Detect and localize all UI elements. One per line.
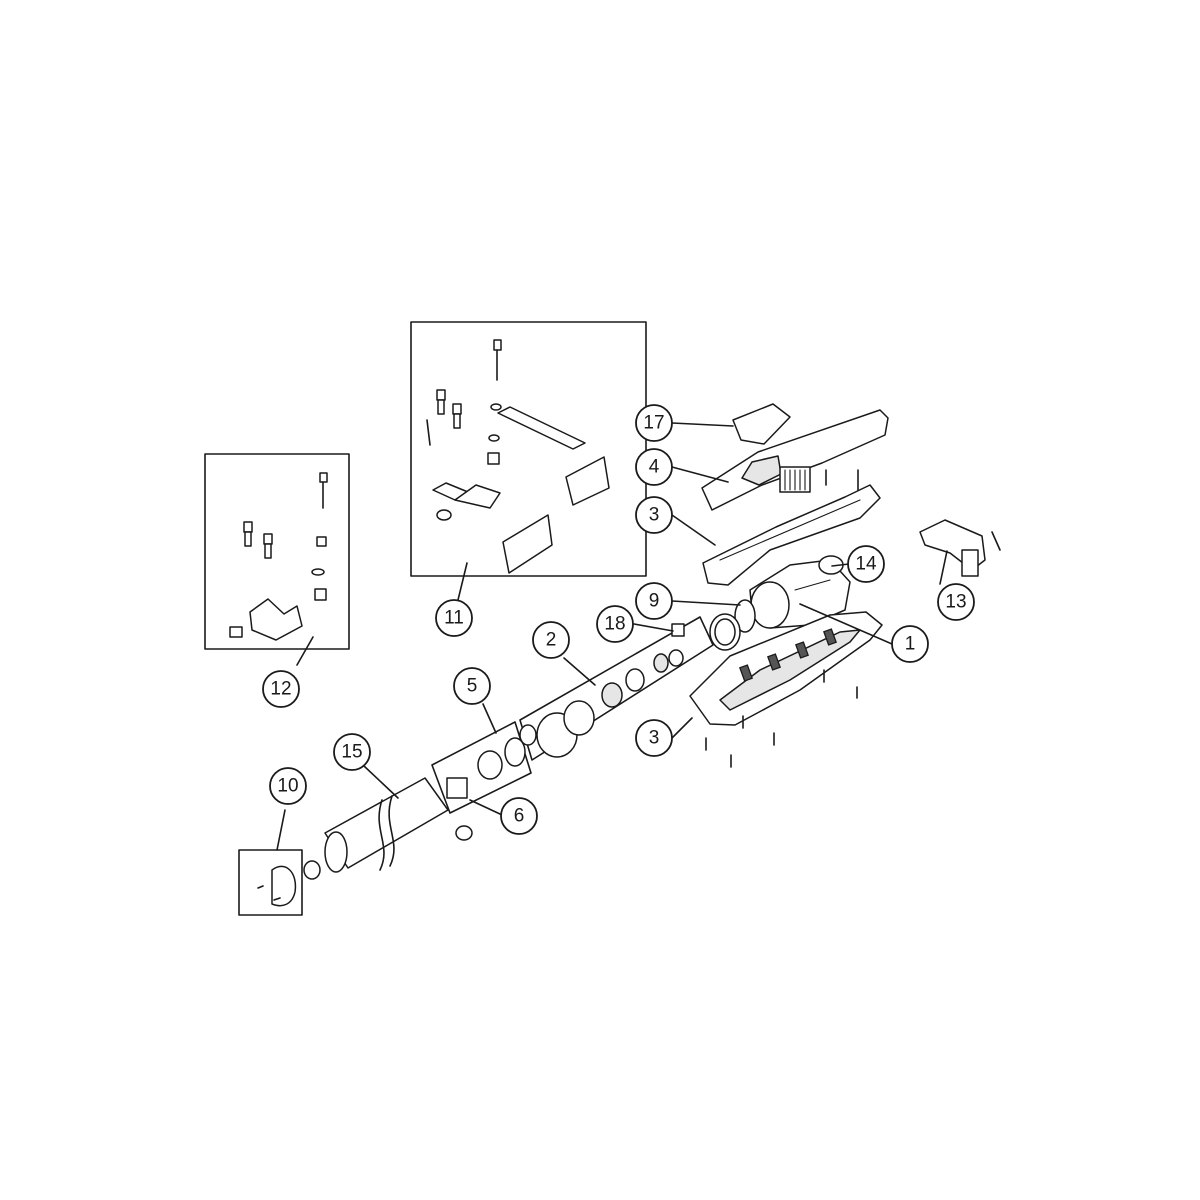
callout-15-label: 15 [341, 742, 362, 763]
callout-3-lower-label: 3 [649, 728, 660, 749]
callout-10-label: 10 [277, 776, 298, 797]
callout-15: 15 [333, 733, 371, 771]
bracket-13 [919, 519, 1001, 577]
callout-17-label: 17 [643, 413, 664, 434]
callout-9: 9 [635, 582, 673, 620]
callout-2: 2 [532, 621, 570, 659]
callout-13-label: 13 [945, 592, 966, 613]
callout-3-upper: 3 [635, 496, 673, 534]
callout-1: 1 [891, 625, 929, 663]
callout-1-label: 1 [905, 634, 916, 655]
callout-10: 10 [269, 767, 307, 805]
spindle-assembly [431, 721, 532, 841]
callout-3-lower: 3 [635, 719, 673, 757]
callout-6: 6 [500, 797, 538, 835]
callout-9-label: 9 [649, 591, 660, 612]
callout-12-label: 12 [270, 679, 291, 700]
top-cover [701, 403, 889, 511]
motor-assembly [709, 555, 851, 651]
callout-14-label: 14 [855, 554, 877, 575]
callout-14: 14 [847, 545, 885, 583]
callout-6-label: 6 [514, 806, 525, 827]
upper-housing [702, 484, 881, 586]
gearbox-assembly [519, 616, 714, 761]
kit-box-12 [204, 453, 350, 666]
lower-housing [689, 611, 883, 768]
callout-11-label: 11 [444, 608, 464, 629]
outer-tube [303, 777, 449, 880]
kit-box-11 [410, 321, 647, 601]
callout-18: 18 [596, 605, 634, 643]
callout-5: 5 [453, 667, 491, 705]
callout-11: 11 [435, 599, 473, 637]
callout-2-label: 2 [546, 630, 557, 651]
callout-18-label: 18 [604, 614, 625, 635]
callout-5-label: 5 [467, 676, 478, 697]
end-cap-box-10 [238, 809, 303, 916]
callout-12: 12 [262, 670, 300, 708]
callout-13: 13 [937, 583, 975, 621]
callout-4-label: 4 [649, 457, 660, 478]
leader-lines [363, 422, 948, 815]
callout-17: 17 [635, 404, 673, 442]
callout-3-upper-label: 3 [649, 505, 660, 526]
callout-4: 4 [635, 448, 673, 486]
